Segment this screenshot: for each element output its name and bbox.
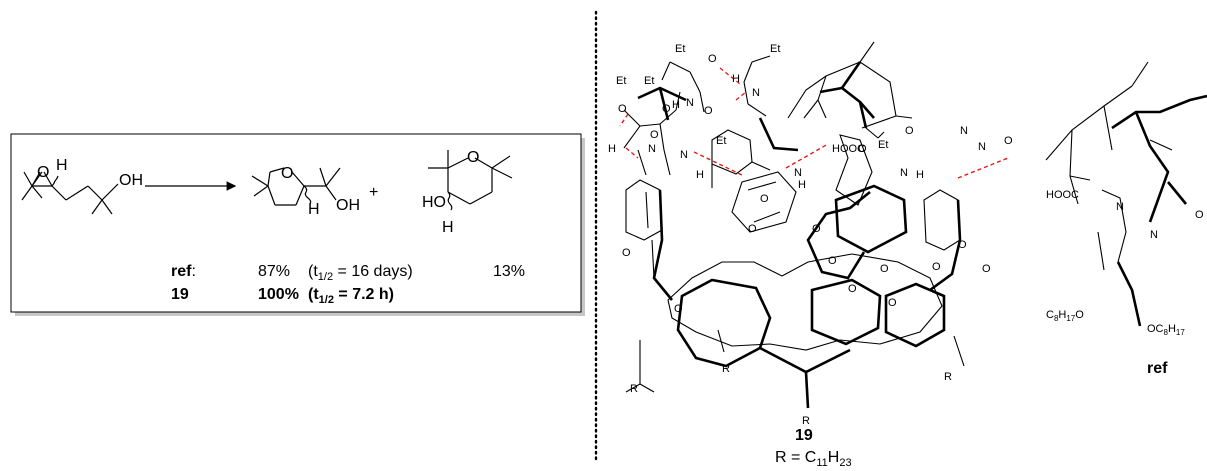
product1-h-label: H [308, 201, 320, 218]
svg-text:O: O [1004, 135, 1013, 147]
svg-text:H: H [916, 169, 924, 181]
product2-structure [428, 150, 513, 211]
product2-h-label: H [442, 219, 454, 236]
svg-text:Et: Et [770, 43, 780, 55]
reactant-h-label: H [56, 157, 68, 174]
structure-ref-drawing [1045, 61, 1207, 327]
structure-ref-label: ref [1147, 360, 1168, 377]
svg-text:HOOC: HOOC [1046, 189, 1079, 201]
product1-oh-label: OH [336, 197, 360, 214]
product2-ho-label: HO [422, 194, 446, 211]
svg-text:O: O [848, 283, 857, 295]
svg-text:H: H [696, 169, 704, 181]
svg-text:N: N [960, 125, 968, 137]
svg-text:N: N [648, 143, 656, 155]
svg-text:O: O [622, 247, 631, 259]
reactant-o-label: O [37, 164, 49, 181]
product1-structure [251, 167, 341, 206]
svg-text:O: O [828, 255, 837, 267]
result-19-yield1: 100% [258, 286, 299, 303]
svg-text:R: R [722, 363, 730, 375]
result-ref-yield1: 87% [258, 263, 290, 280]
ref-oc8-left: C8H17O [1046, 309, 1084, 323]
svg-text:N: N [900, 167, 908, 179]
svg-text:HOOC: HOOC [832, 143, 865, 155]
result-ref-catalyst: ref: [171, 263, 196, 280]
svg-text:O: O [674, 303, 683, 315]
svg-text:O: O [618, 103, 627, 115]
svg-text:O: O [932, 261, 941, 273]
structure-ref-labels: HOOC N N O C8H17O OC8H17 [1046, 189, 1204, 337]
svg-text:O: O [662, 103, 671, 115]
svg-text:H: H [732, 73, 740, 85]
reaction-box [10, 133, 585, 316]
product2-o-label: O [467, 149, 479, 166]
svg-text:Et: Et [616, 75, 626, 87]
svg-text:O: O [958, 239, 967, 251]
svg-text:O: O [905, 125, 914, 137]
svg-text:N: N [686, 97, 694, 109]
result-ref-yield2: 13% [493, 263, 525, 280]
svg-text:N: N [978, 141, 986, 153]
svg-text:N: N [1116, 201, 1124, 213]
product1-o-label: O [281, 165, 293, 182]
svg-text:O: O [704, 105, 713, 117]
reactant-structure [21, 171, 119, 215]
svg-text:Et: Et [878, 139, 888, 151]
svg-text:O: O [880, 263, 889, 275]
svg-text:H: H [672, 99, 680, 111]
svg-text:O: O [708, 53, 717, 65]
svg-text:H: H [798, 179, 806, 191]
svg-text:O: O [812, 223, 821, 235]
svg-text:R: R [944, 371, 952, 383]
svg-text:N: N [794, 167, 802, 179]
svg-text:O: O [1195, 209, 1204, 221]
svg-text:O: O [748, 223, 757, 235]
svg-text:R: R [630, 383, 638, 395]
plus-sign: + [369, 184, 378, 201]
svg-text:O: O [888, 297, 897, 309]
svg-text:Et: Et [716, 135, 726, 147]
structure-19-label: 19 [795, 427, 813, 444]
structure-19-r-definition: R = C11H23 [775, 449, 852, 469]
result-ref-half-life: (t1/2 = 16 days) [308, 263, 413, 283]
ref-oc8-right: OC8H17 [1147, 323, 1185, 337]
svg-text:O: O [858, 143, 867, 155]
svg-text:N: N [680, 149, 688, 161]
svg-text:R: R [802, 415, 810, 427]
result-19-catalyst: 19 [171, 286, 189, 303]
svg-text:O: O [650, 129, 659, 141]
svg-text:O: O [982, 263, 991, 275]
result-19-half-life: (t1/2 = 7.2 h) [308, 286, 394, 306]
svg-text:N: N [752, 87, 760, 99]
svg-text:N: N [1150, 229, 1158, 241]
structure-19-labels: Et O H N Et N O H Et Et Et O O O H N N H… [608, 43, 1013, 427]
svg-text:O: O [760, 193, 769, 205]
svg-text:H: H [608, 143, 616, 155]
svg-text:Et: Et [644, 75, 654, 87]
structure-19-drawing [619, 41, 1009, 409]
reactant-oh-label: OH [119, 172, 143, 189]
svg-text:Et: Et [675, 43, 685, 55]
